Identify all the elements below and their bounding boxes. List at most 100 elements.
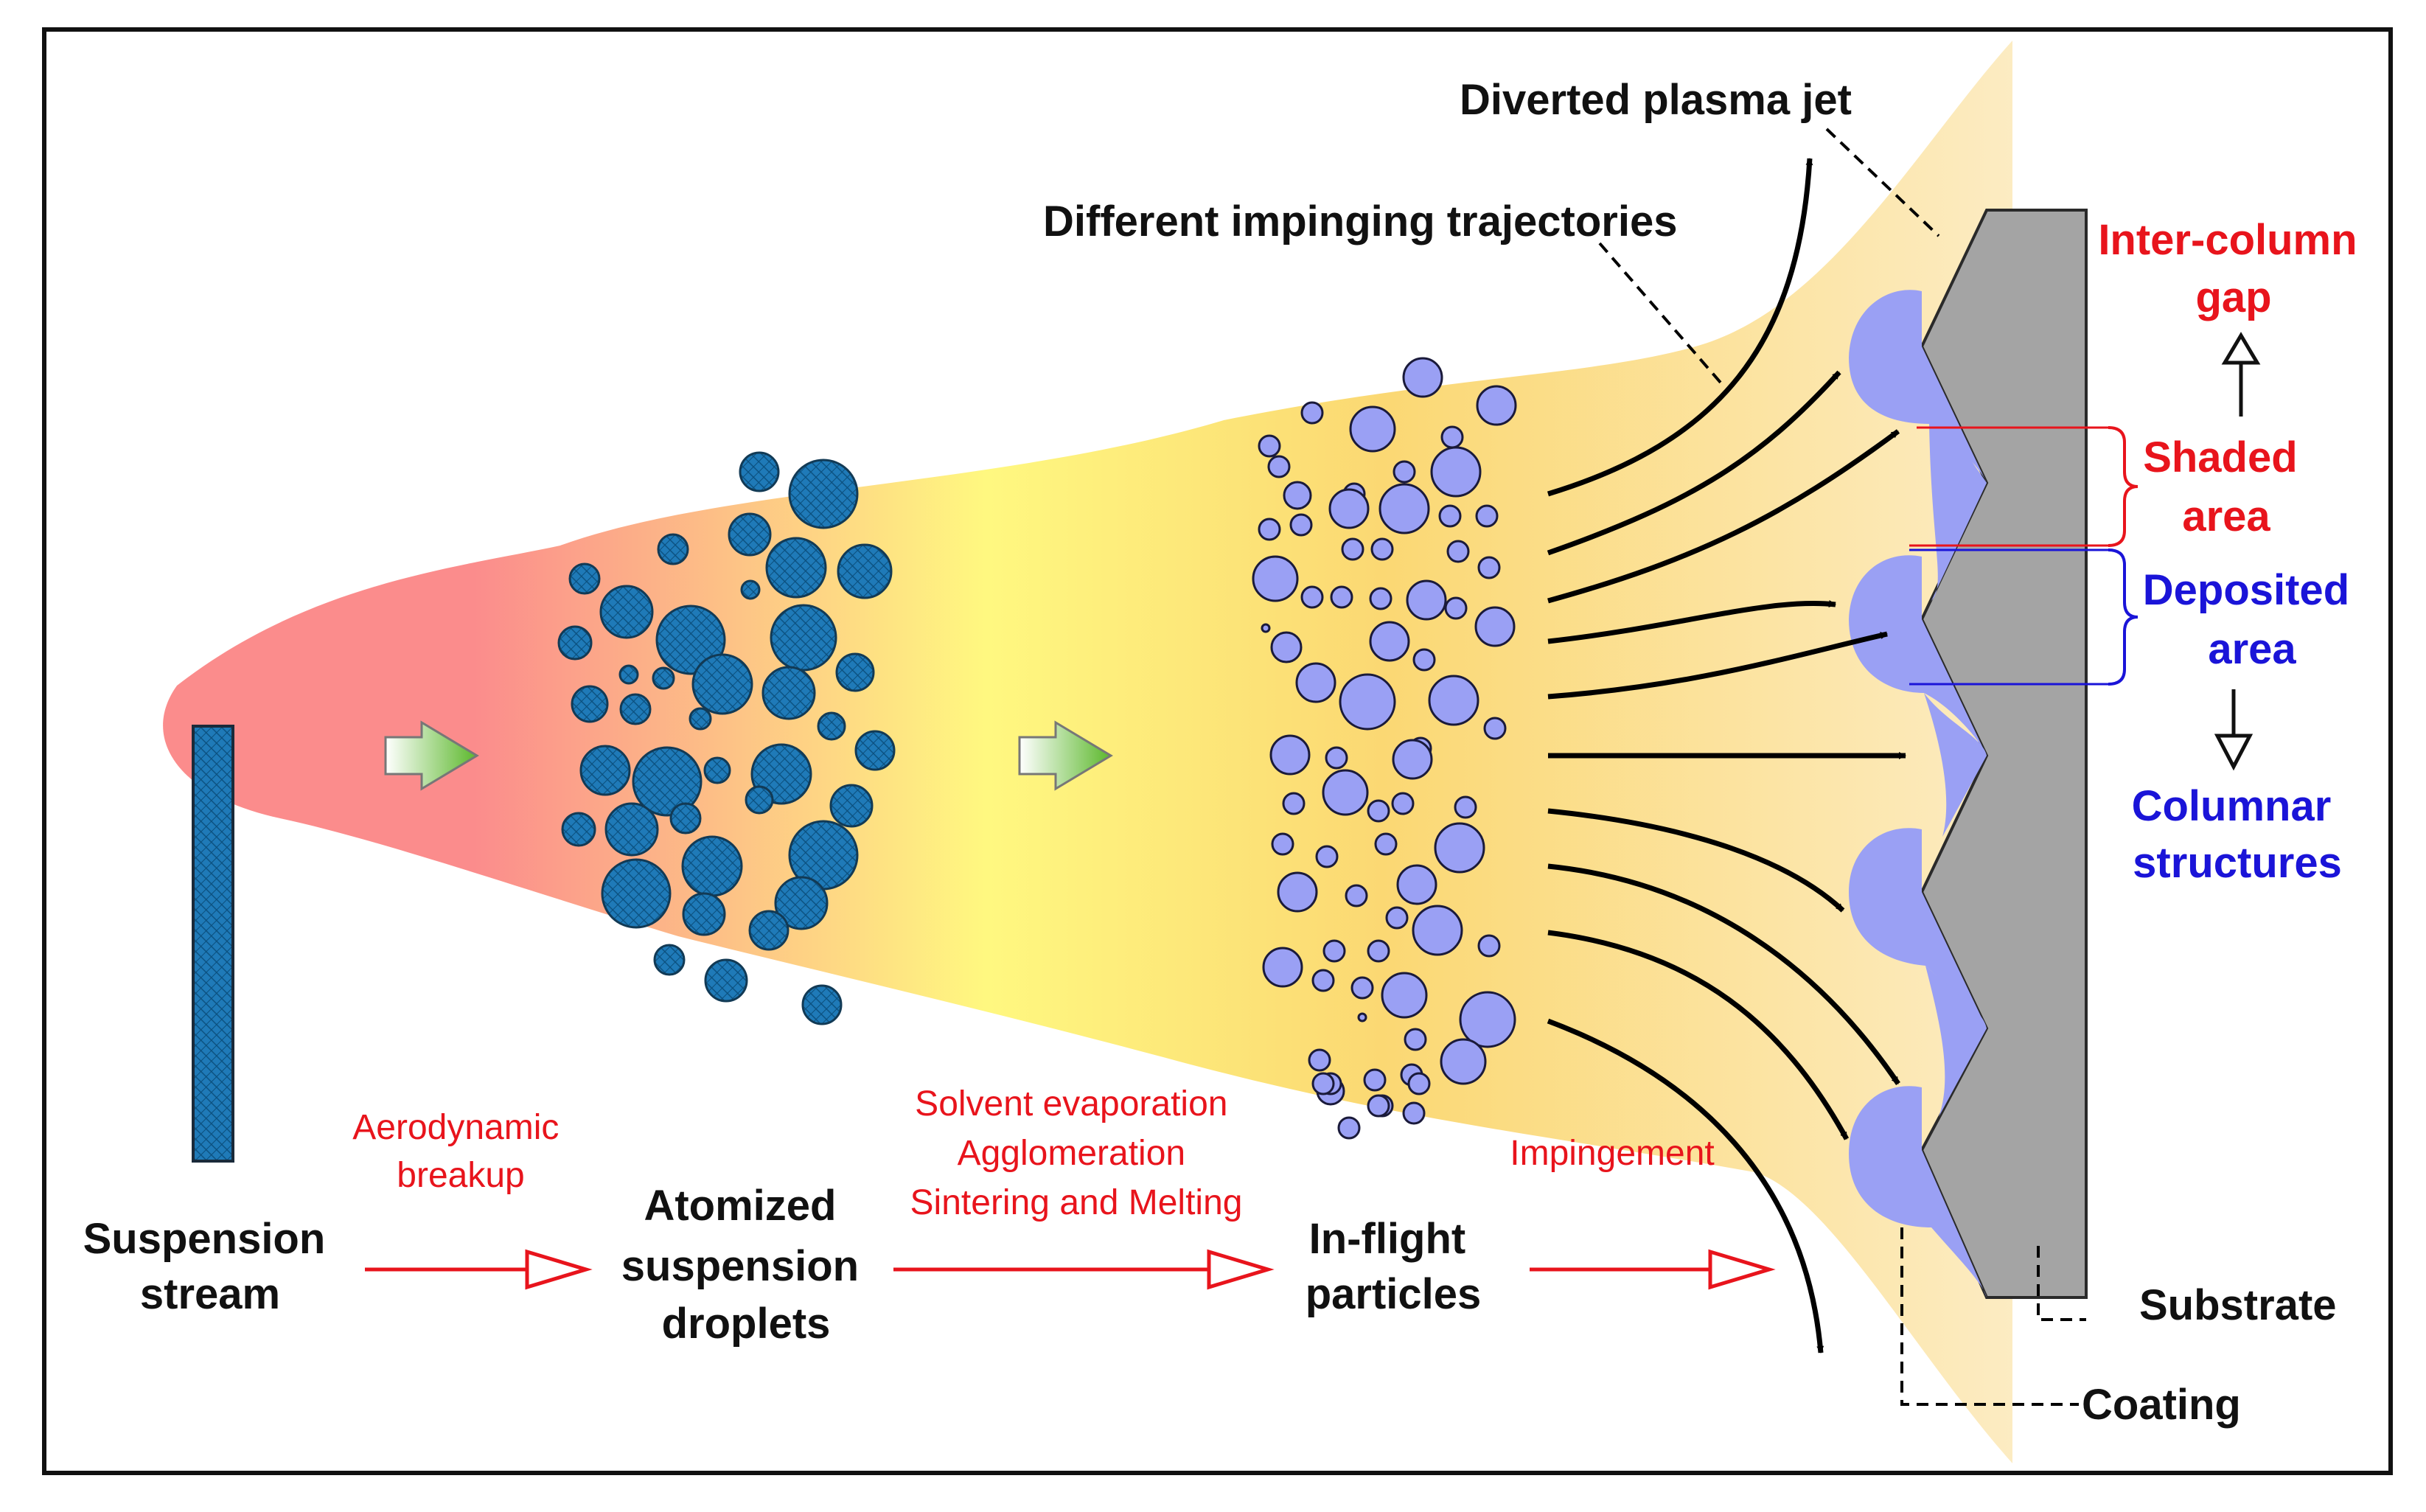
substrate-label: Substrate — [2139, 1281, 2337, 1329]
dashed-leaders — [1598, 128, 2086, 1406]
particle — [1262, 947, 1303, 988]
droplet — [599, 585, 654, 639]
droplet — [817, 711, 846, 741]
particle — [1289, 513, 1313, 537]
droplet — [655, 605, 726, 675]
suspension-stream-bar — [192, 725, 234, 1163]
particle — [1269, 734, 1311, 776]
coating-label: Coating — [2082, 1381, 2241, 1429]
droplet — [691, 653, 753, 715]
particle — [1428, 675, 1479, 726]
droplet — [682, 892, 726, 936]
in-flight-particles — [1252, 357, 1517, 1140]
particle — [1252, 555, 1299, 602]
particle — [1407, 1072, 1431, 1095]
particle — [1440, 425, 1464, 449]
coating-columns — [1849, 290, 1987, 1297]
particle — [1283, 481, 1312, 510]
deposited-area-label: Deposited area — [2143, 566, 2362, 673]
particle — [1282, 792, 1306, 815]
impinging-trajectories — [1547, 158, 1906, 1354]
particle — [1258, 518, 1281, 541]
particle — [1402, 1101, 1426, 1125]
droplet — [728, 512, 772, 557]
droplet — [837, 543, 893, 599]
droplet — [788, 459, 859, 529]
particle — [1430, 446, 1482, 498]
droplet — [657, 533, 689, 565]
particle — [1367, 939, 1390, 963]
curved-black-arrow-icon — [1547, 808, 1845, 913]
deposited-area-brace — [2108, 548, 2139, 686]
particle — [1330, 585, 1353, 609]
droplet — [619, 693, 652, 725]
droplet — [681, 835, 743, 897]
particle — [1444, 596, 1468, 620]
curved-black-arrow-icon — [1547, 863, 1900, 1085]
particle — [1412, 648, 1436, 672]
particle — [1315, 845, 1339, 868]
droplet — [652, 666, 675, 690]
droplet — [604, 802, 659, 857]
droplet — [653, 944, 686, 976]
droplet — [829, 784, 874, 828]
particle — [1349, 405, 1396, 453]
particle — [1345, 884, 1368, 907]
curved-black-arrow-icon — [1547, 600, 1836, 644]
droplet — [739, 451, 780, 492]
particle — [1459, 991, 1516, 1048]
particle — [1404, 1028, 1427, 1051]
particle — [1381, 972, 1428, 1019]
particle — [1438, 504, 1462, 528]
flow-arrow-icon — [384, 720, 479, 791]
particle — [1369, 621, 1410, 662]
curved-black-arrow-icon — [1547, 1018, 1824, 1354]
shaded-area-brace — [2108, 426, 2139, 547]
particle — [1477, 934, 1501, 958]
diverted-plasma-jet-label: Diverted plasma jet — [1460, 76, 1852, 124]
particle — [1328, 488, 1370, 529]
droplet — [761, 666, 816, 720]
particle — [1308, 1048, 1331, 1072]
particle — [1300, 585, 1324, 609]
particle — [1322, 939, 1346, 963]
particle — [1385, 906, 1409, 930]
in-flight-particles-label: In-flight particles — [1306, 1215, 1482, 1318]
particle — [1412, 905, 1463, 956]
particle — [1295, 662, 1336, 703]
particle — [1325, 746, 1348, 770]
curved-black-arrow-icon — [1547, 429, 1900, 604]
droplet — [689, 707, 712, 731]
particle — [1474, 606, 1516, 647]
particle — [1391, 792, 1415, 815]
process-arrows — [365, 1249, 1776, 1290]
columnar-structures-label: Columnar structures — [2132, 782, 2343, 887]
droplet — [669, 802, 702, 835]
suspension-stream-label: Suspension stream — [83, 1215, 338, 1318]
particle — [1367, 799, 1390, 823]
droplet — [745, 785, 774, 815]
curved-black-arrow-icon — [1547, 631, 1888, 700]
particle — [1378, 483, 1430, 534]
shaded-area-label: Shaded area — [2143, 433, 2310, 540]
particle — [1357, 1012, 1367, 1022]
particle — [1363, 1068, 1387, 1092]
particle — [1300, 401, 1324, 425]
droplet — [835, 652, 875, 692]
droplet — [704, 958, 748, 1003]
aerodynamic-breakup-label: Aerodynamic breakup — [352, 1108, 568, 1195]
particle — [1341, 537, 1364, 561]
atomized-droplets — [557, 451, 896, 1025]
particle — [1402, 357, 1443, 398]
droplet — [774, 876, 829, 930]
particle — [1258, 434, 1281, 458]
particle — [1434, 822, 1485, 874]
droplet — [703, 756, 731, 784]
droplet — [571, 685, 609, 723]
particle — [1406, 579, 1447, 621]
droplet — [557, 625, 593, 661]
particle — [1311, 969, 1335, 992]
atomized-droplets-label: Atomized suspension droplets — [621, 1182, 871, 1348]
particle — [1446, 540, 1470, 563]
